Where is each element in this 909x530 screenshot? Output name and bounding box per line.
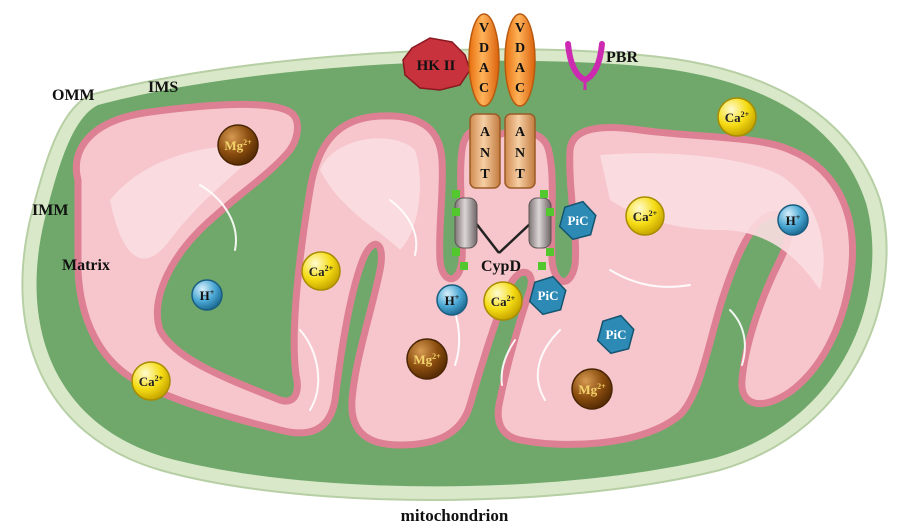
ion-charge: 2+: [741, 110, 750, 119]
imm-label: IMM: [32, 202, 68, 219]
ion-symbol: Mg: [413, 352, 432, 367]
ion-charge: 2+: [649, 209, 658, 218]
vdac-left-letter: D: [479, 41, 489, 56]
pic-label: PiC: [606, 327, 627, 342]
calcium-ion: Ca2+: [132, 362, 170, 400]
vdac-channel-right: V D A C: [505, 14, 535, 106]
cypd-label: CypD: [481, 258, 521, 275]
ion-symbol: H: [786, 213, 796, 228]
ion-symbol: Ca: [725, 110, 741, 125]
hydrogen-ion: H+: [437, 285, 467, 315]
magnesium-ion: Mg2+: [218, 125, 258, 165]
ant-left-letter: T: [480, 167, 490, 182]
ion-charge: +: [796, 213, 801, 222]
hydrogen-ion: H+: [192, 280, 222, 310]
ion-symbol: Mg: [224, 138, 243, 153]
ion-charge: 2+: [432, 352, 441, 361]
ion-charge: 2+: [597, 382, 606, 391]
ant-right-letter: N: [515, 146, 525, 161]
ion-charge: +: [455, 293, 460, 302]
ion-symbol: Ca: [309, 264, 325, 279]
ion-symbol: H: [445, 293, 455, 308]
ion-charge: 2+: [325, 264, 334, 273]
ant-right-letter: A: [515, 125, 526, 140]
ion-charge: +: [210, 288, 215, 297]
ion-charge: 2+: [155, 374, 164, 383]
ion-symbol: Mg: [578, 382, 597, 397]
vdac-right-letter: C: [515, 81, 525, 96]
vdac-channel-left: V D A C: [469, 14, 499, 106]
hydrogen-ion: H+: [778, 205, 808, 235]
ant-right-letter: T: [515, 167, 525, 182]
ion-symbol: Ca: [139, 374, 155, 389]
ims-label: IMS: [148, 79, 178, 96]
vdac-right-letter: D: [515, 41, 525, 56]
vdac-right-letter: V: [515, 21, 525, 36]
ant-channel-right: A N T: [505, 114, 535, 188]
pic-label: PiC: [568, 213, 589, 228]
vdac-right-letter: A: [515, 61, 526, 76]
ant-channel-left: A N T: [470, 114, 500, 188]
ion-symbol: Ca: [491, 294, 507, 309]
ion-symbol: H: [200, 288, 210, 303]
calcium-ion: Ca2+: [718, 98, 756, 136]
diagram-caption: mitochondrion: [0, 506, 909, 526]
vdac-left-letter: C: [479, 81, 489, 96]
omm-label: OMM: [52, 87, 95, 104]
vdac-left-letter: A: [479, 61, 490, 76]
ion-charge: 2+: [243, 138, 252, 147]
calcium-ion: Ca2+: [484, 282, 522, 320]
ion-symbol: Ca: [633, 209, 649, 224]
pbr-label: PBR: [606, 49, 638, 66]
vdac-left-letter: V: [479, 21, 489, 36]
ant-left-letter: A: [480, 125, 491, 140]
magnesium-ion: Mg2+: [572, 369, 612, 409]
hk2-protein: HK II: [403, 38, 470, 90]
ion-charge: 2+: [507, 294, 516, 303]
hk2-label: HK II: [417, 58, 456, 74]
pic-label: PiC: [538, 288, 559, 303]
calcium-ion: Ca2+: [626, 197, 664, 235]
ant-left-letter: N: [480, 146, 490, 161]
calcium-ion: Ca2+: [302, 252, 340, 290]
magnesium-ion: Mg2+: [407, 339, 447, 379]
matrix-label: Matrix: [62, 257, 110, 274]
